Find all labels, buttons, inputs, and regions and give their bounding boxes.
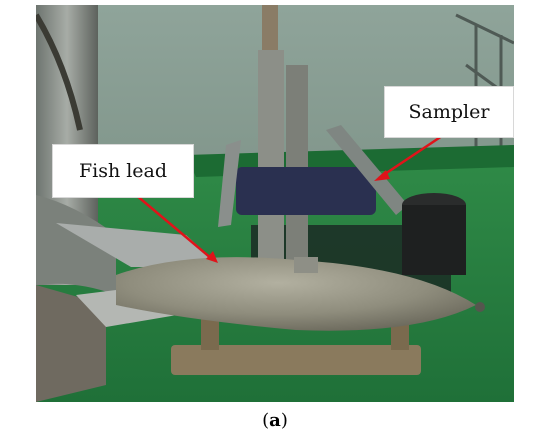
sampler-body [236, 167, 376, 215]
fish-lead-top-fin [56, 223, 221, 267]
sampler-arrowhead [374, 170, 390, 181]
base-block [36, 285, 106, 402]
mast-base [36, 195, 116, 295]
figure-caption: (a) [0, 410, 550, 431]
fish-lead-body [116, 257, 476, 331]
fish-lead-arrow [135, 194, 213, 260]
photo [36, 5, 514, 402]
fish-lead-arrowhead [206, 251, 218, 263]
annotation-arrows [135, 130, 449, 263]
caption-close: ) [280, 410, 288, 431]
sampler-arrow [378, 130, 449, 180]
sampler-right-door [326, 125, 408, 215]
fish-lead-label: Fish lead [52, 144, 194, 198]
winch-handle [36, 13, 83, 131]
caption-open: ( [262, 410, 270, 431]
frame-post-right [286, 65, 308, 265]
wooden-skid [171, 345, 421, 375]
sampler-label: Sampler [384, 86, 514, 138]
fish-lead-nose [475, 302, 485, 312]
frame-post [258, 50, 284, 270]
caption-letter: a [269, 410, 281, 431]
bollard [402, 205, 466, 275]
fish-lead-shackle [294, 257, 318, 273]
spring [262, 5, 278, 50]
sampler-left-door [218, 140, 241, 227]
